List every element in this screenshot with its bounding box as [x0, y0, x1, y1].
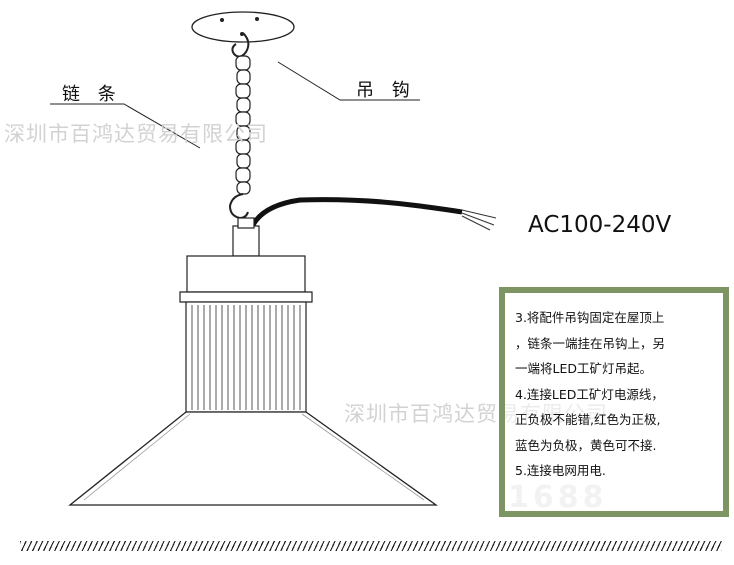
voltage-label: AC100-240V	[528, 212, 672, 238]
lamp-hook	[228, 193, 249, 220]
reflector-inner-line	[83, 413, 191, 501]
power-cable	[247, 197, 463, 233]
instruction-line: 4.连接LED工矿灯电源线，	[515, 386, 664, 402]
lamp-neck	[232, 225, 260, 257]
chain-label: 链 条	[62, 84, 122, 105]
lamp-neck-top	[237, 217, 255, 229]
mount-screw-hole	[255, 17, 259, 21]
reflector-inner-line	[301, 413, 425, 501]
instruction-line: 蓝色为负极，黄色可不接.	[515, 437, 657, 453]
bottom-hatch-divider	[20, 541, 722, 551]
mount-screw-hole	[220, 18, 224, 22]
ceiling-mount-plate	[191, 11, 295, 43]
instruction-line: 正负极不能错,红色为正极,	[515, 412, 661, 427]
instruction-line: 5.连接电网用电.	[515, 463, 606, 478]
instructions-box: 3.将配件吊钩固定在屋顶上 ，链条一端挂在吊钩上，另 一端将LED工矿灯吊起。 …	[499, 287, 729, 517]
reflector-shade	[68, 411, 439, 506]
chain	[235, 55, 251, 195]
driver-flange	[179, 291, 313, 303]
instruction-line: ，链条一端挂在吊钩上，另	[515, 335, 666, 351]
instruction-line: 一端将LED工矿灯吊起。	[515, 361, 652, 376]
chain-leader-line	[50, 103, 201, 149]
hook-label: 吊 钩	[356, 80, 416, 101]
heatsink	[185, 301, 307, 413]
hook-leader-line	[277, 61, 420, 101]
instruction-line: 3.将配件吊钩固定在屋顶上	[515, 310, 665, 325]
driver-box	[186, 255, 306, 293]
watermark-top: 深圳市百鸿达贸易有限公司	[4, 122, 268, 146]
cable-wire-ends	[461, 209, 497, 231]
